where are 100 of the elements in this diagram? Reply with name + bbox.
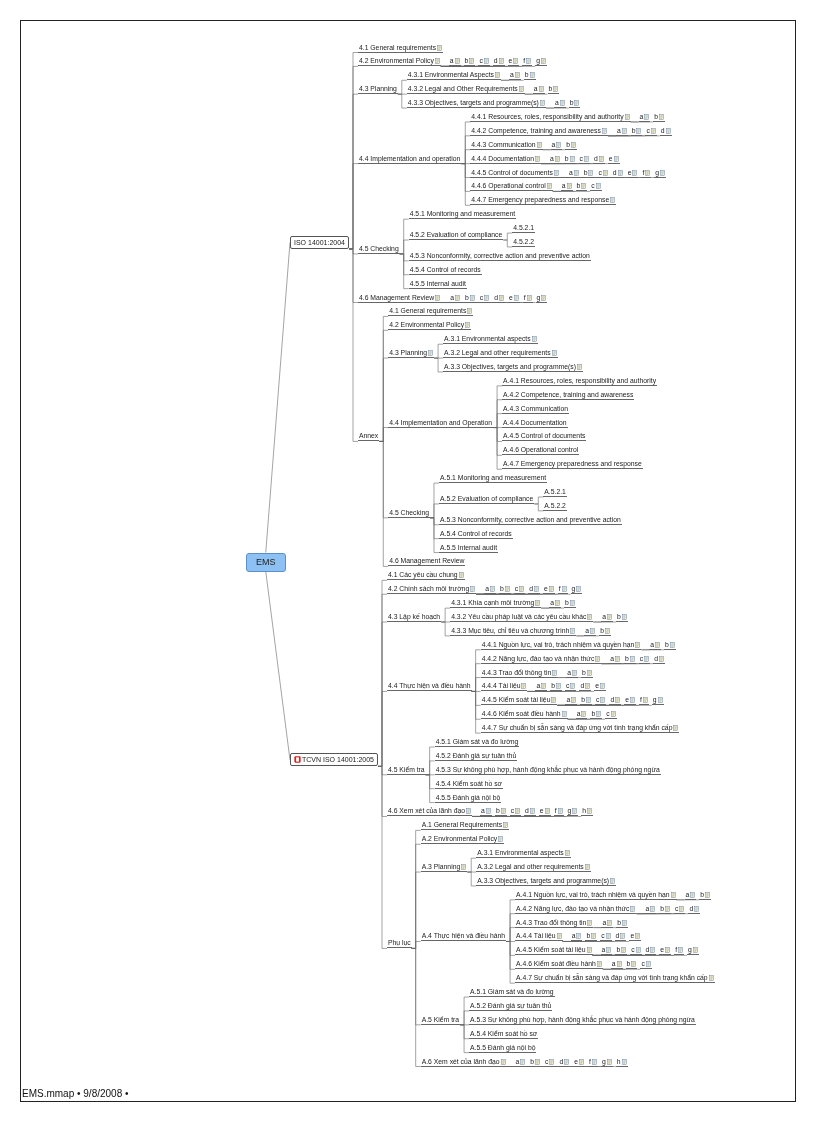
connector-line bbox=[524, 93, 548, 95]
subtopic bbox=[420, 1057, 507, 1067]
subtopic bbox=[514, 1057, 527, 1067]
subtopic bbox=[463, 293, 476, 303]
subtopic bbox=[553, 99, 566, 109]
subtopic bbox=[609, 696, 622, 706]
connector-line bbox=[399, 253, 409, 289]
subtopic bbox=[549, 599, 561, 609]
connector-line bbox=[534, 503, 544, 512]
subtopic bbox=[625, 960, 638, 970]
subtopic bbox=[580, 696, 592, 706]
connector-line bbox=[540, 607, 565, 609]
subtopic bbox=[358, 57, 441, 67]
subtopic bbox=[476, 849, 571, 859]
subtopic bbox=[568, 99, 581, 109]
subtopic bbox=[645, 126, 657, 136]
connector-line bbox=[576, 635, 600, 637]
subtopic bbox=[493, 293, 505, 303]
subtopic bbox=[651, 696, 664, 706]
subtopic bbox=[575, 710, 588, 720]
subtopic bbox=[674, 946, 684, 956]
connector-line bbox=[567, 718, 606, 720]
subtopic bbox=[599, 626, 611, 636]
subtopic bbox=[387, 585, 477, 595]
subtopic bbox=[573, 1057, 586, 1067]
subtopic bbox=[535, 682, 548, 692]
subtopic bbox=[563, 154, 576, 164]
subtopic bbox=[480, 696, 558, 706]
subtopic bbox=[470, 126, 608, 136]
subtopic bbox=[420, 821, 510, 831]
subtopic bbox=[699, 890, 712, 900]
subtopic bbox=[484, 585, 496, 595]
subtopic bbox=[443, 349, 558, 359]
connector-line bbox=[593, 621, 617, 623]
subtopic bbox=[626, 168, 639, 178]
subtopic bbox=[523, 71, 536, 81]
subtopic bbox=[615, 946, 628, 956]
connector-line bbox=[429, 517, 440, 553]
subtopic bbox=[420, 863, 468, 873]
connector-line bbox=[460, 163, 471, 206]
connector-line bbox=[492, 427, 503, 470]
subtopic bbox=[476, 876, 617, 886]
subtopic bbox=[450, 599, 542, 609]
connector-line bbox=[545, 107, 569, 109]
subtopic bbox=[470, 182, 553, 192]
subtopic bbox=[470, 140, 543, 150]
subtopic bbox=[565, 140, 578, 150]
subtopic bbox=[443, 335, 538, 345]
subtopic bbox=[515, 960, 603, 970]
subtopic bbox=[550, 140, 563, 150]
subtopic bbox=[601, 613, 614, 622]
subtopic bbox=[659, 126, 672, 136]
subtopic bbox=[542, 585, 555, 595]
subtopic bbox=[654, 168, 667, 178]
subtopic bbox=[535, 57, 547, 67]
connector-line bbox=[601, 663, 654, 664]
subtopic bbox=[553, 807, 564, 817]
subtopic bbox=[687, 946, 699, 956]
main-topic bbox=[290, 235, 349, 249]
subtopic bbox=[509, 807, 522, 817]
subtopic bbox=[653, 112, 666, 122]
subtopic bbox=[507, 57, 520, 67]
connector-line bbox=[602, 968, 641, 970]
subtopic bbox=[406, 71, 501, 81]
subtopic bbox=[581, 807, 594, 817]
subtopic bbox=[450, 626, 577, 636]
connector-line bbox=[562, 941, 630, 942]
subtopic bbox=[515, 918, 594, 928]
subtopic bbox=[600, 1057, 613, 1067]
subtopic bbox=[406, 85, 525, 95]
connector-line bbox=[433, 357, 444, 373]
subtopic bbox=[615, 1057, 628, 1067]
connector-line bbox=[265, 571, 291, 761]
connector-line bbox=[425, 774, 435, 803]
subtopic bbox=[644, 946, 657, 956]
subtopic bbox=[630, 946, 642, 956]
subtopic bbox=[609, 654, 622, 664]
subtopic bbox=[476, 863, 591, 873]
connector-line bbox=[471, 691, 481, 734]
subtopic bbox=[522, 57, 533, 67]
subtopic bbox=[578, 154, 590, 164]
subtopic bbox=[515, 932, 563, 942]
subtopic bbox=[443, 362, 583, 372]
subtopic bbox=[616, 613, 628, 622]
subtopic bbox=[590, 182, 602, 192]
subtopic bbox=[544, 1057, 556, 1067]
subtopic bbox=[547, 85, 560, 95]
connector-line bbox=[630, 121, 654, 123]
subtopic bbox=[640, 960, 652, 970]
subtopic bbox=[480, 668, 559, 678]
connector-line bbox=[377, 766, 388, 949]
connector-line bbox=[557, 677, 582, 678]
subtopic bbox=[480, 654, 602, 664]
subtopic bbox=[641, 168, 652, 178]
subtopic bbox=[580, 668, 593, 678]
subtopic bbox=[448, 57, 461, 67]
subtopic bbox=[593, 154, 605, 164]
subtopic bbox=[566, 807, 579, 817]
subtopic bbox=[522, 293, 533, 303]
subtopic bbox=[616, 918, 628, 928]
